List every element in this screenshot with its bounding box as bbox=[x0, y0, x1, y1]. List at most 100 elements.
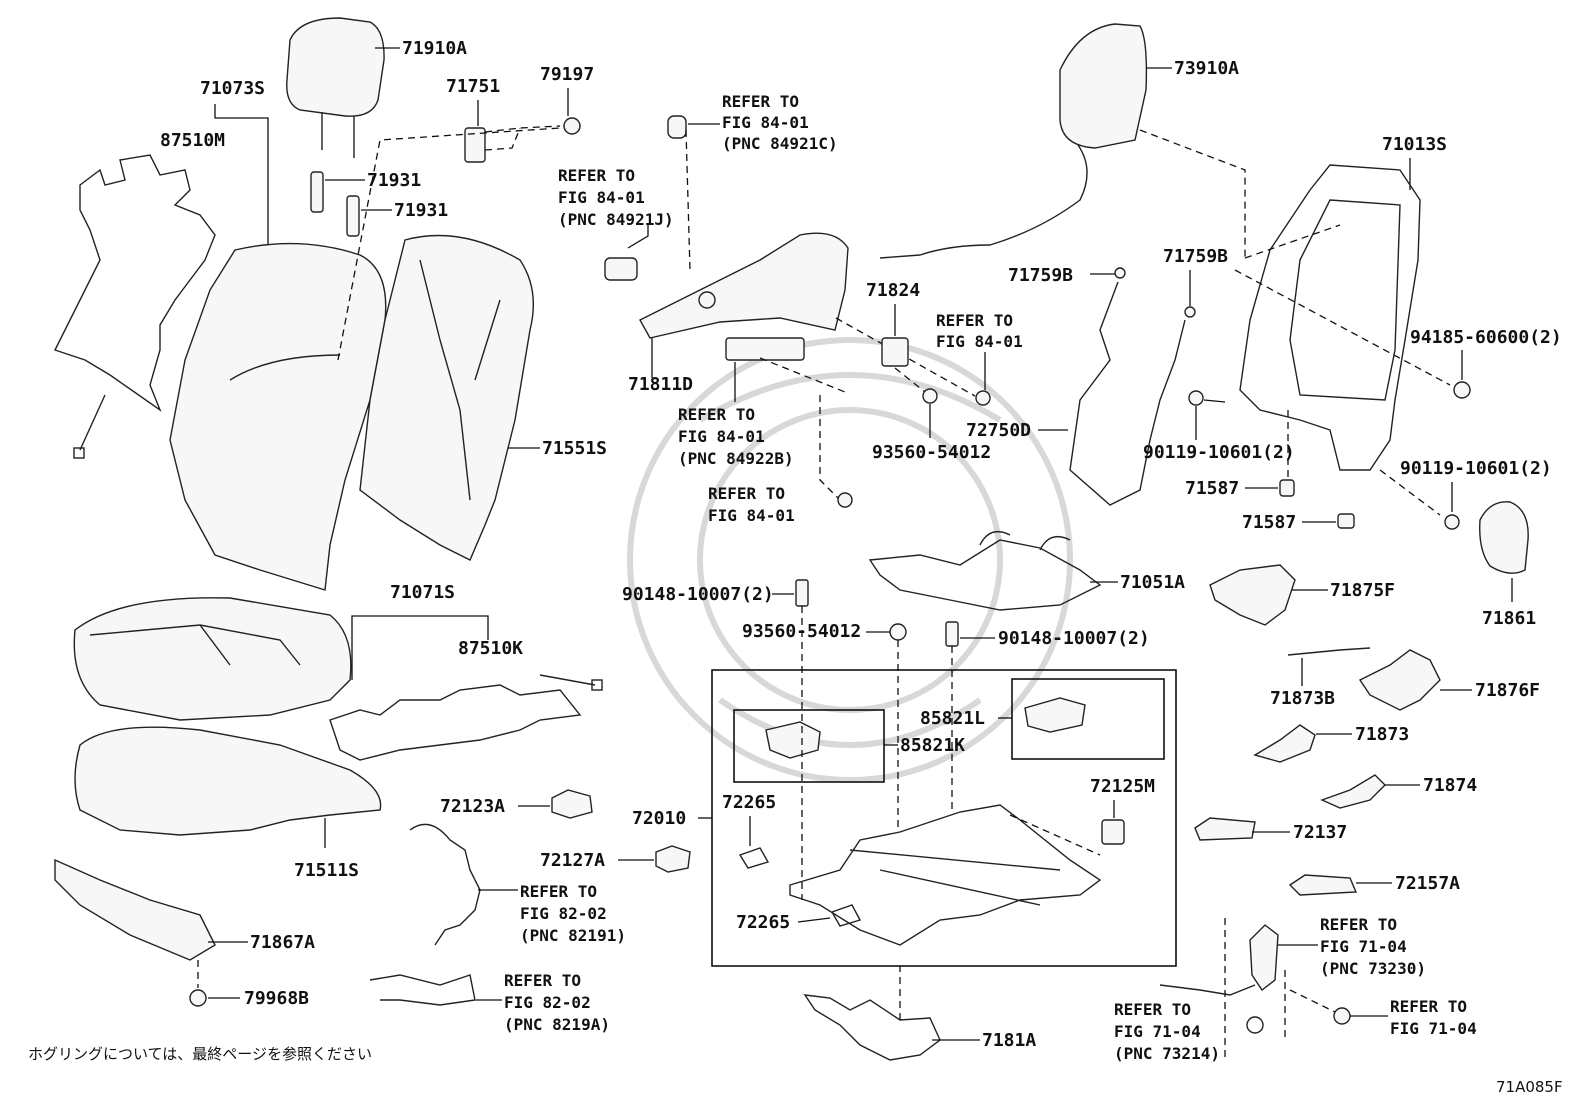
label-90148-a: 90148-10007(2) bbox=[622, 584, 774, 605]
svg-text:(PNC 84922B): (PNC 84922B) bbox=[678, 449, 794, 468]
label-72123A: 72123A bbox=[440, 796, 505, 817]
label-72265-a: 72265 bbox=[722, 792, 776, 813]
svg-text:FIG 84-01: FIG 84-01 bbox=[936, 332, 1023, 351]
label-71759B-a: 71759B bbox=[1008, 265, 1073, 286]
label-72157A: 72157A bbox=[1395, 873, 1460, 894]
figure-code: 71A085F bbox=[1496, 1078, 1563, 1096]
label-71931-a: 71931 bbox=[367, 170, 421, 191]
label-72137: 72137 bbox=[1293, 822, 1347, 843]
label-71587-a: 71587 bbox=[1185, 478, 1239, 499]
seat-cushion-cover-part bbox=[73, 597, 352, 721]
label-93560-a: 93560-54012 bbox=[872, 442, 991, 463]
bolt-part bbox=[837, 492, 853, 508]
label-72125M: 72125M bbox=[1090, 776, 1155, 797]
seat-wiring-part bbox=[409, 823, 481, 946]
svg-text:FIG 71-04: FIG 71-04 bbox=[1320, 937, 1407, 956]
label-90119-a: 90119-10601(2) bbox=[1143, 442, 1295, 463]
bracket-71824-part bbox=[881, 337, 909, 367]
clip-part bbox=[563, 117, 581, 135]
seatback-pad-part bbox=[359, 234, 535, 561]
label-71551S: 71551S bbox=[542, 438, 607, 459]
switch-knob-part bbox=[604, 257, 638, 281]
svg-text:(PNC 82191): (PNC 82191) bbox=[520, 926, 626, 945]
part-71874 bbox=[1320, 774, 1386, 809]
svg-text:FIG 84-01: FIG 84-01 bbox=[708, 506, 795, 525]
svg-text:REFER TO: REFER TO bbox=[504, 971, 581, 990]
part-71873 bbox=[1253, 724, 1316, 763]
label-72127A: 72127A bbox=[540, 850, 605, 871]
ref-fig84-screw: REFER TO FIG 84-01 bbox=[936, 311, 1023, 351]
guide-part bbox=[464, 127, 486, 163]
label-71874: 71874 bbox=[1423, 775, 1477, 796]
label-71071S: 71071S bbox=[390, 582, 455, 603]
ref-8219A: REFER TO FIG 82-02 (PNC 8219A) bbox=[504, 971, 610, 1034]
svg-text:REFER TO: REFER TO bbox=[708, 484, 785, 503]
shield-bracket-part bbox=[725, 337, 805, 361]
footer-note: ホグリングについては、最終ページを参照ください bbox=[28, 1045, 372, 1063]
heater-mat-back bbox=[54, 154, 216, 412]
cover-71875F-part bbox=[1209, 564, 1296, 626]
label-72750D: 72750D bbox=[966, 420, 1031, 441]
knob-part bbox=[667, 115, 687, 139]
svg-text:FIG 84-01: FIG 84-01 bbox=[678, 427, 765, 446]
label-90148-b: 90148-10007(2) bbox=[998, 628, 1150, 649]
link-71873B-part bbox=[1287, 647, 1371, 656]
svg-text:FIG 84-01: FIG 84-01 bbox=[558, 188, 645, 207]
svg-text:REFER TO: REFER TO bbox=[1320, 915, 1397, 934]
svg-text:REFER TO: REFER TO bbox=[1114, 1000, 1191, 1019]
label-71759B-b: 71759B bbox=[1163, 246, 1228, 267]
headrest-part bbox=[286, 17, 385, 158]
label-7181A: 7181A bbox=[982, 1030, 1036, 1051]
label-71931-b: 71931 bbox=[394, 200, 448, 221]
label-71875F: 71875F bbox=[1330, 580, 1395, 601]
ref-82191: REFER TO FIG 82-02 (PNC 82191) bbox=[520, 882, 626, 945]
label-71751: 71751 bbox=[446, 76, 500, 97]
svg-text:(PNC 8219A): (PNC 8219A) bbox=[504, 1015, 610, 1034]
seatback-cover-part bbox=[169, 242, 387, 591]
label-71910A: 71910A bbox=[402, 38, 467, 59]
cover-72157A-part bbox=[1288, 874, 1358, 896]
label-71867A: 71867A bbox=[250, 932, 315, 953]
seatback-frame-part bbox=[1239, 164, 1421, 471]
svg-text:(PNC 73214): (PNC 73214) bbox=[1114, 1044, 1220, 1063]
label-94185: 94185-60600(2) bbox=[1410, 327, 1562, 348]
label-71873B: 71873B bbox=[1270, 688, 1335, 709]
ref-fig71-04: REFER TO FIG 71-04 bbox=[1390, 997, 1477, 1038]
label-71876F: 71876F bbox=[1475, 680, 1540, 701]
lower-bracket-part bbox=[803, 994, 941, 1061]
ref-73214: REFER TO FIG 71-04 (PNC 73214) bbox=[1114, 1000, 1220, 1063]
seat-switch-wiring-part bbox=[369, 974, 476, 1006]
label-79968B: 79968B bbox=[244, 988, 309, 1009]
side-shield-part bbox=[639, 232, 849, 339]
label-72010: 72010 bbox=[632, 808, 686, 829]
label-71511S: 71511S bbox=[294, 860, 359, 881]
svg-text:FIG 71-04: FIG 71-04 bbox=[1390, 1019, 1477, 1038]
ref-fig84-bolt: REFER TO FIG 84-01 bbox=[708, 484, 795, 525]
label-87510K: 87510K bbox=[458, 638, 523, 659]
label-87510M: 87510M bbox=[160, 130, 225, 151]
heater-mat-cushion bbox=[329, 684, 582, 761]
label-71051A: 71051A bbox=[1120, 572, 1185, 593]
svg-text:(PNC 84921J): (PNC 84921J) bbox=[558, 210, 674, 229]
ref-84921C: REFER TO FIG 84-01 (PNC 84921C) bbox=[722, 92, 838, 153]
ref-84921J: REFER TO FIG 84-01 (PNC 84921J) bbox=[558, 166, 674, 229]
svg-text:REFER TO: REFER TO bbox=[678, 405, 755, 424]
label-71873: 71873 bbox=[1355, 724, 1409, 745]
svg-text:(PNC 73230): (PNC 73230) bbox=[1320, 959, 1426, 978]
svg-text:(PNC 84921C): (PNC 84921C) bbox=[722, 134, 838, 153]
label-71073S: 71073S bbox=[200, 78, 265, 99]
svg-text:REFER TO: REFER TO bbox=[936, 311, 1013, 330]
seat-cushion-pad-part bbox=[74, 726, 382, 836]
cover-71876F-part bbox=[1358, 649, 1441, 711]
cover-cap-part bbox=[1479, 501, 1529, 574]
svg-text:REFER TO: REFER TO bbox=[558, 166, 635, 185]
lumbar-support-part bbox=[1069, 281, 1186, 506]
side-airbag-part bbox=[1059, 23, 1148, 149]
label-71824: 71824 bbox=[866, 280, 920, 301]
cover-72137-part bbox=[1194, 817, 1256, 841]
svg-text:FIG 84-01: FIG 84-01 bbox=[722, 113, 809, 132]
label-90119-b: 90119-10601(2) bbox=[1400, 458, 1552, 479]
label-71013S: 71013S bbox=[1382, 134, 1447, 155]
label-85821K: 85821K bbox=[900, 735, 965, 756]
